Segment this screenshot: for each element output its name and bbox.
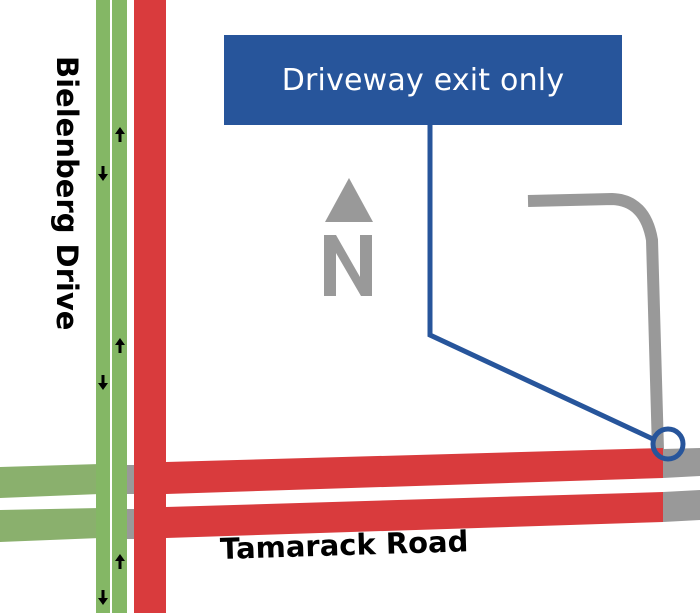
north-letter-n — [324, 235, 372, 296]
arrow-up-icon — [115, 554, 125, 569]
green-lane-southbound — [96, 0, 110, 613]
callout-leader-line — [427, 124, 657, 443]
arrow-down-icon — [98, 590, 108, 605]
driveway-exit-callout: Driveway exit only — [224, 35, 622, 125]
gray-strip-upper — [127, 465, 135, 494]
gray-road-east-lower — [663, 490, 700, 522]
driveway-path — [527, 192, 664, 451]
street-label-bielenberg: Bielenberg Drive — [50, 56, 84, 331]
red-route-tamarack-lower — [166, 492, 663, 538]
callout-label: Driveway exit only — [281, 62, 565, 98]
north-arrow-icon — [325, 178, 373, 222]
arrow-up-icon — [115, 127, 125, 142]
red-route-tamarack-upper — [166, 448, 663, 494]
red-route-bielenberg — [134, 0, 166, 613]
arrow-down-icon — [98, 375, 108, 390]
driveway-exit-marker — [650, 426, 686, 462]
green-route-west-upper — [0, 464, 100, 498]
arrow-down-icon — [98, 166, 108, 181]
arrow-up-icon — [115, 338, 125, 353]
gray-road-east-upper — [663, 448, 700, 478]
green-lane-northbound — [112, 0, 127, 613]
green-route-west-lower — [0, 508, 100, 542]
gray-strip-lower — [127, 509, 135, 539]
